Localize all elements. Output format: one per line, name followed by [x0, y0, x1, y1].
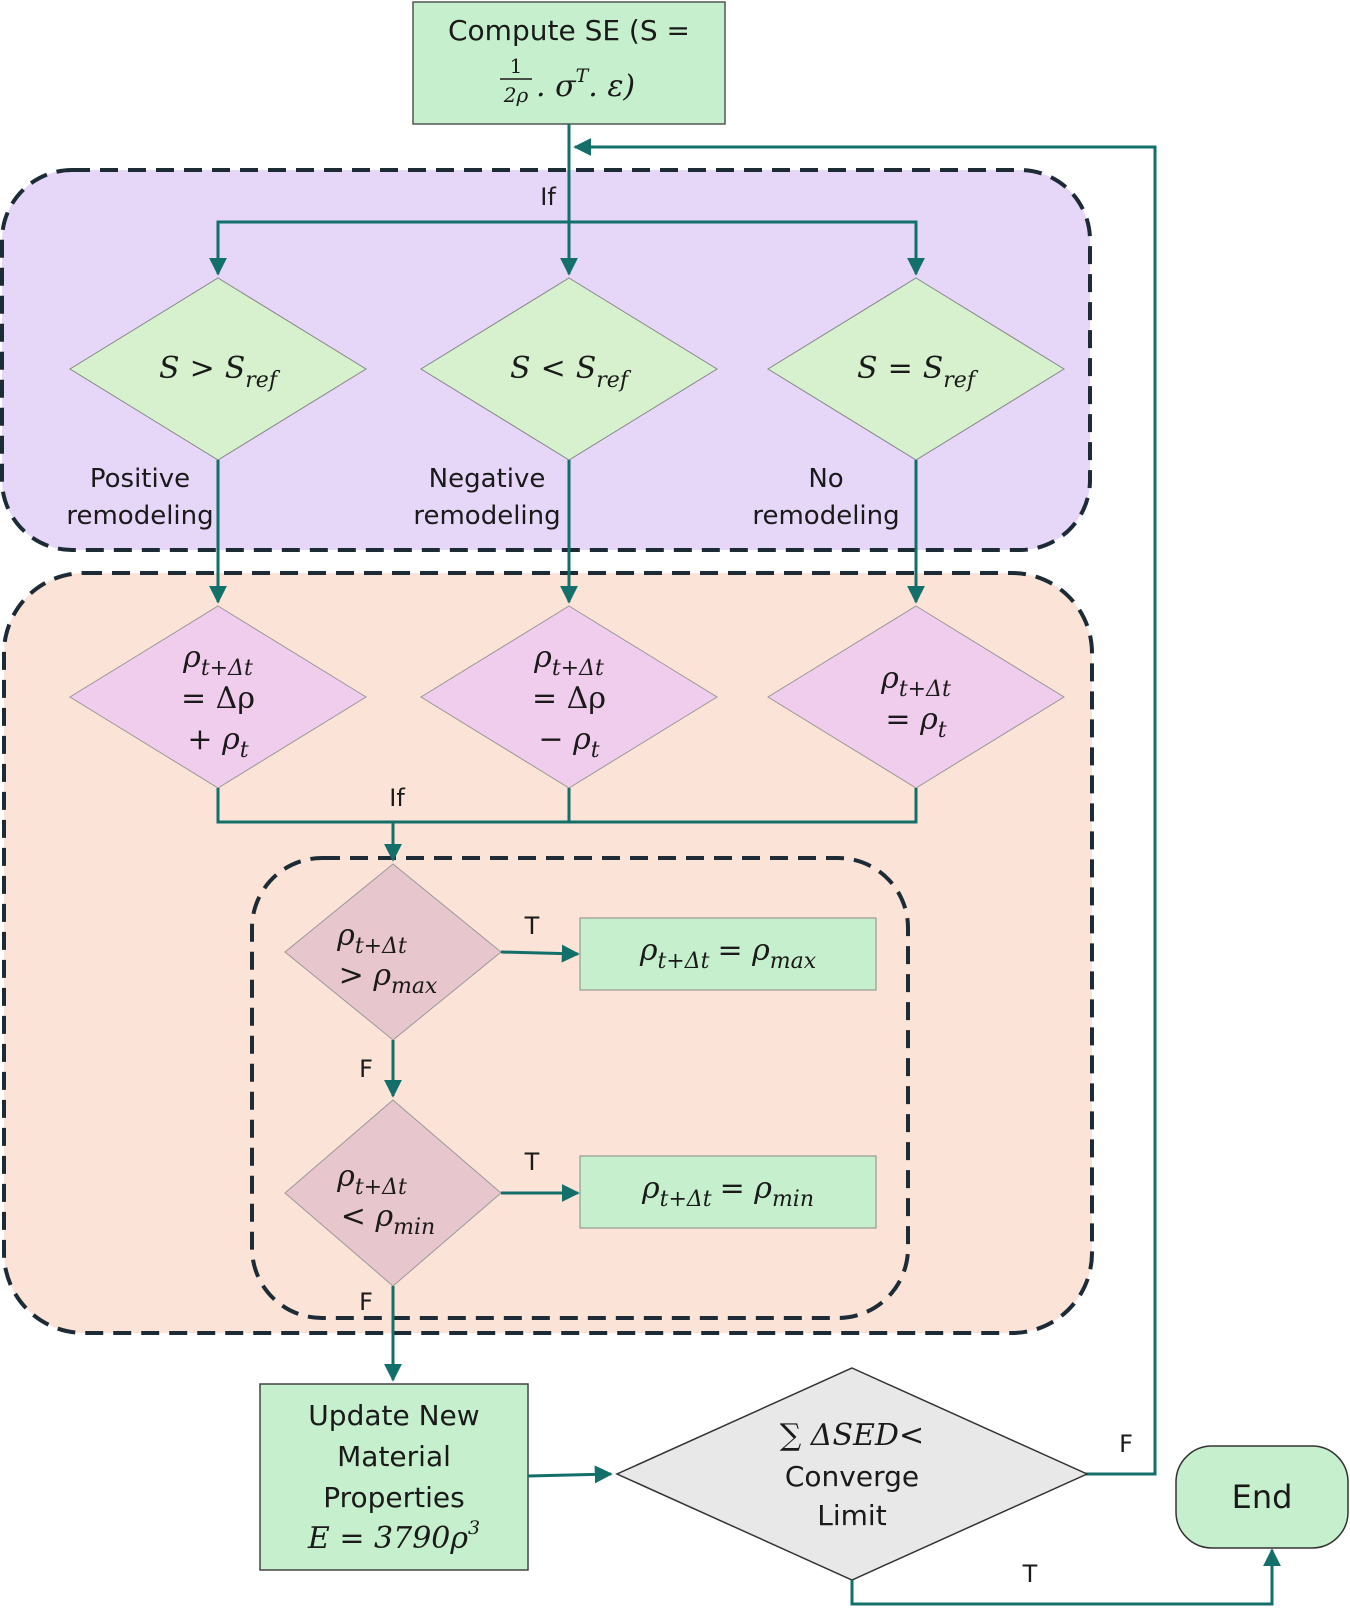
- update-properties-line1: Update New: [308, 1399, 479, 1432]
- update-properties-line3: Properties: [323, 1481, 465, 1514]
- update-to-converge-connector: [527, 1465, 613, 1484]
- converge-false-label: F: [1119, 1430, 1133, 1458]
- min-false-label: F: [359, 1288, 373, 1316]
- split-right-connector: [569, 220, 925, 276]
- bounds-check-region: [250, 856, 910, 1320]
- update-properties-line2: Material: [337, 1440, 451, 1473]
- if-label-top: If: [540, 183, 556, 211]
- update-none-l1: ρt+Δt: [880, 661, 951, 702]
- converge-line2: Converge: [785, 1460, 919, 1493]
- max-true-label: T: [524, 912, 540, 940]
- caption-none-1: No: [808, 464, 843, 494]
- if-label-middle: If: [389, 784, 405, 812]
- update-positive-l2: = Δρ: [181, 681, 255, 716]
- max-check-l2: > ρmax: [339, 958, 438, 999]
- compute-se-frac-num: 1: [510, 54, 523, 78]
- condition-greater-text: S>Sref: [159, 351, 281, 393]
- min-true-label: T: [524, 1148, 540, 1176]
- update-properties-formula: E = 3790ρ3: [307, 1517, 480, 1556]
- converge-line3: Limit: [817, 1499, 886, 1532]
- min-result-text: ρt+Δt= ρmin: [641, 1171, 814, 1212]
- update-positive-l1: ρt+Δt: [182, 640, 253, 681]
- split-left-connector: [209, 220, 569, 276]
- min-check-l2: < ρmin: [341, 1199, 435, 1240]
- max-check-l1: ρt+Δt: [336, 918, 407, 959]
- caption-negative-1: Negative: [429, 464, 546, 494]
- converge-to-end-connector: [850, 1548, 1281, 1606]
- max-true-connector: [500, 944, 580, 963]
- update-negative-l2: = Δρ: [532, 681, 606, 716]
- compute-se-line1: Compute SE (S =: [448, 14, 690, 47]
- update-negative-l3: − ρt: [538, 722, 599, 763]
- compute-se-line2: . σT. ε): [536, 65, 635, 104]
- max-result-text: ρt+Δt= ρmax: [639, 933, 817, 974]
- update-none-l2: = ρt: [885, 702, 946, 743]
- caption-positive-1: Positive: [90, 464, 190, 494]
- converge-line1: ∑ ΔSED<: [780, 1418, 924, 1453]
- update-positive-l3: + ρt: [187, 722, 248, 763]
- converge-true-label: T: [1022, 1560, 1038, 1588]
- caption-positive-2: remodeling: [66, 501, 213, 531]
- end-terminal: [1175, 1445, 1349, 1549]
- compute-se-frac-den: 2ρ: [503, 83, 529, 107]
- caption-negative-2: remodeling: [413, 501, 560, 531]
- max-false-label: F: [359, 1055, 373, 1083]
- min-result-box: [579, 1155, 877, 1229]
- condition-less-text: S<Sref: [510, 351, 632, 393]
- max-result-box: [579, 917, 877, 991]
- update-properties-box: [259, 1383, 529, 1571]
- condition-equal-text: S=Sref: [857, 351, 979, 393]
- min-check-l1: ρt+Δt: [336, 1159, 407, 1200]
- caption-none-2: remodeling: [752, 501, 899, 531]
- update-negative-l1: ρt+Δt: [533, 640, 604, 681]
- merge-connector: [216, 788, 918, 824]
- feedback-connector: [573, 138, 1157, 1476]
- end-label: End: [1232, 1478, 1293, 1516]
